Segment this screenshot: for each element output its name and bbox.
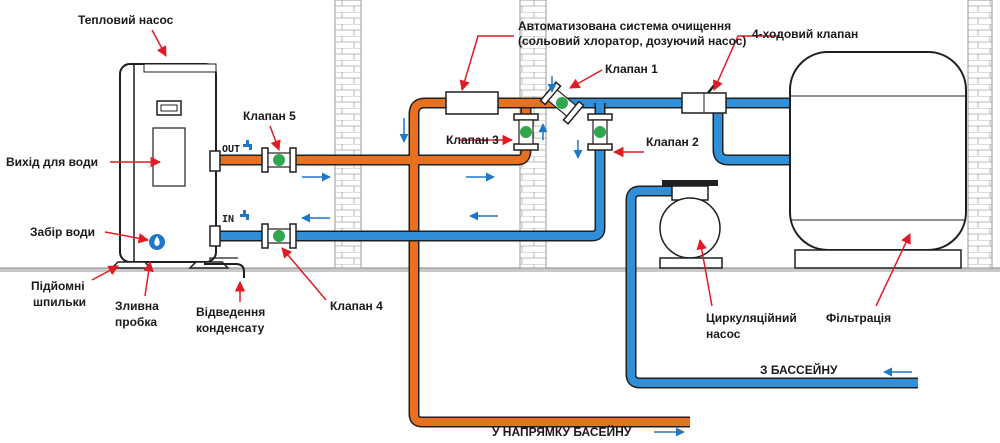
lifting-studs-label-2: шпильки [33,295,86,309]
four-way-valve[interactable] [681,82,727,114]
valve-3-label: Клапан 3 [446,133,499,147]
auto-system-label-1: Автоматизована система очищення [518,19,731,33]
circulation-pump-label-2: насос [706,327,741,341]
water-outlet-label: Вихід для води [6,155,98,169]
port-in-label: IN [222,214,234,225]
valve-1[interactable] [539,81,585,125]
filter-tank [789,51,967,269]
condensate-label-1: Відведення [196,305,265,319]
hot-water-pipe [218,97,690,428]
water-tap-icon [243,140,252,150]
heat-pump: OUT IN [110,63,252,278]
brick-wall-3 [967,0,993,269]
lifting-studs-label-1: Підйомні [31,279,85,293]
to-pool-label: У НАПРЯМКУ БАСЕЙНУ [492,424,632,439]
valve-4[interactable] [261,223,297,249]
flow-arrows [301,76,912,437]
port-out-label: OUT [222,144,240,155]
circulation-pump-label-1: Циркуляційний [706,311,797,325]
valve-1-label: Клапан 1 [605,62,658,76]
cold-water-pipes [218,97,918,389]
drain-plug-label-2: пробка [115,315,157,329]
labels: Тепловий насос Вихід для води Забір води… [6,13,891,439]
filtration-label: Фільтрація [826,311,891,325]
four-way-valve-label: 4-ходовий клапан [752,27,858,41]
condensate-label-2: конденсату [196,321,265,335]
annotation-arrows [91,29,911,307]
valve-4-label: Клапан 4 [330,299,383,313]
water-tap-icon [240,210,249,220]
valve-3[interactable] [513,113,539,151]
auto-system-label-2: (сольовий хлоратор, дозуючий насос) [518,34,746,48]
valve-2[interactable] [587,113,613,151]
automated-cleaning-system [445,91,499,115]
brick-walls [334,0,993,269]
from-pool-label: З БАССЕЙНУ [760,362,838,377]
water-intake-label: Забір води [30,225,95,239]
valve-5[interactable] [261,147,297,173]
heat-pump-label: Тепловий насос [78,13,174,27]
brick-wall-1 [334,0,362,269]
valve-5-label: Клапан 5 [243,109,296,123]
valve-2-label: Клапан 2 [646,135,699,149]
drain-plug-label-1: Зливна [115,299,159,313]
